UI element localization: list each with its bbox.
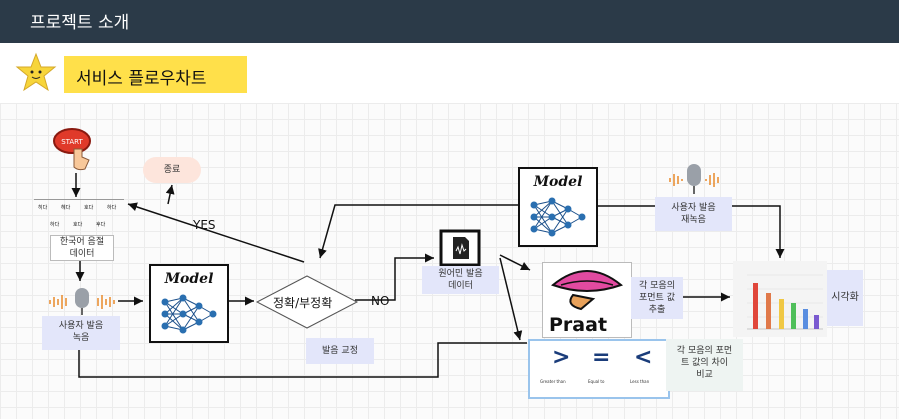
end-node: 종료: [143, 157, 201, 183]
formant-compare-box: 각 모음의 포먼 트 값의 차이 비교: [666, 339, 743, 391]
user-record-box: 사용자 발음 녹음: [42, 316, 120, 350]
top-bar: 프로젝트 소개: [0, 0, 899, 43]
less-than-label: Less than: [630, 379, 650, 384]
neural-network-icon: [530, 197, 586, 237]
audio-file-icon: [439, 229, 481, 267]
visualization-box: 시각화: [827, 270, 863, 326]
decision-label: 정확/부정확: [273, 296, 333, 310]
praat-text: Praat: [549, 314, 608, 336]
comparison-panel: > = < Greater than Equal to Less than: [528, 339, 670, 399]
microphone-icon: [49, 288, 115, 315]
edge-to-end: [165, 184, 175, 205]
star-icon: [15, 52, 57, 92]
model-label: Model: [533, 174, 583, 190]
microphone-icon: [669, 164, 719, 194]
no-label: NO: [371, 294, 390, 308]
section-title: 서비스 플로우차트: [76, 69, 207, 89]
decision-diamond: [255, 275, 359, 329]
yes-label: YES: [193, 218, 216, 232]
praat-lips-icon: [550, 270, 624, 311]
start-button-icon: START: [53, 128, 91, 171]
equal-to-label: Equal to: [588, 379, 605, 384]
hangul-item: 하다: [50, 222, 60, 228]
pronunciation-correction-box: 발음 교정: [306, 338, 374, 364]
greater-than-label: Greater than: [540, 379, 566, 384]
bar-chart-thumbnail: [733, 261, 827, 337]
less-than-symbol: <: [634, 345, 653, 370]
page-title: 프로젝트 소개: [30, 13, 130, 33]
hangul-item: 호다: [84, 205, 94, 211]
hangul-item: 헤다: [61, 205, 71, 211]
formant-extract-box: 각 모음의 포먼트 값 추출: [631, 277, 683, 319]
hangul-item: 하다: [107, 205, 117, 211]
edge-record-loop: [78, 342, 527, 378]
rerecord-box: 사용자 발음 재녹음: [655, 197, 732, 231]
hangul-item: 후다: [96, 222, 106, 228]
neural-network-icon: [161, 294, 217, 334]
model-box-1: Model: [149, 264, 229, 343]
equal-to-symbol: =: [592, 345, 611, 370]
edge-model2-to-decision: [318, 204, 518, 259]
korean-syllable-data-box: 한국어 음절 데이터: [50, 235, 114, 261]
edge-native-to-compare: [499, 257, 523, 341]
greater-than-symbol: >: [552, 345, 571, 370]
model-label: Model: [164, 271, 214, 287]
edge-native-to-praat: [499, 254, 531, 271]
hangul-item: 히다: [38, 205, 48, 211]
native-pronunciation-data-box: 원어민 발음 데이터: [422, 266, 499, 294]
start-label: START: [61, 138, 83, 146]
edge-no: [355, 253, 434, 301]
hangul-item: 호다: [73, 222, 83, 228]
praat-logo: Praat: [542, 262, 632, 338]
hangul-syllable-grid: 히다 헤다 호다 하다 하다 호다 후다: [30, 199, 126, 235]
model-box-2: Model: [518, 167, 598, 247]
edge-yes: [127, 202, 305, 263]
section-banner: 서비스 플로우차트: [64, 56, 247, 93]
